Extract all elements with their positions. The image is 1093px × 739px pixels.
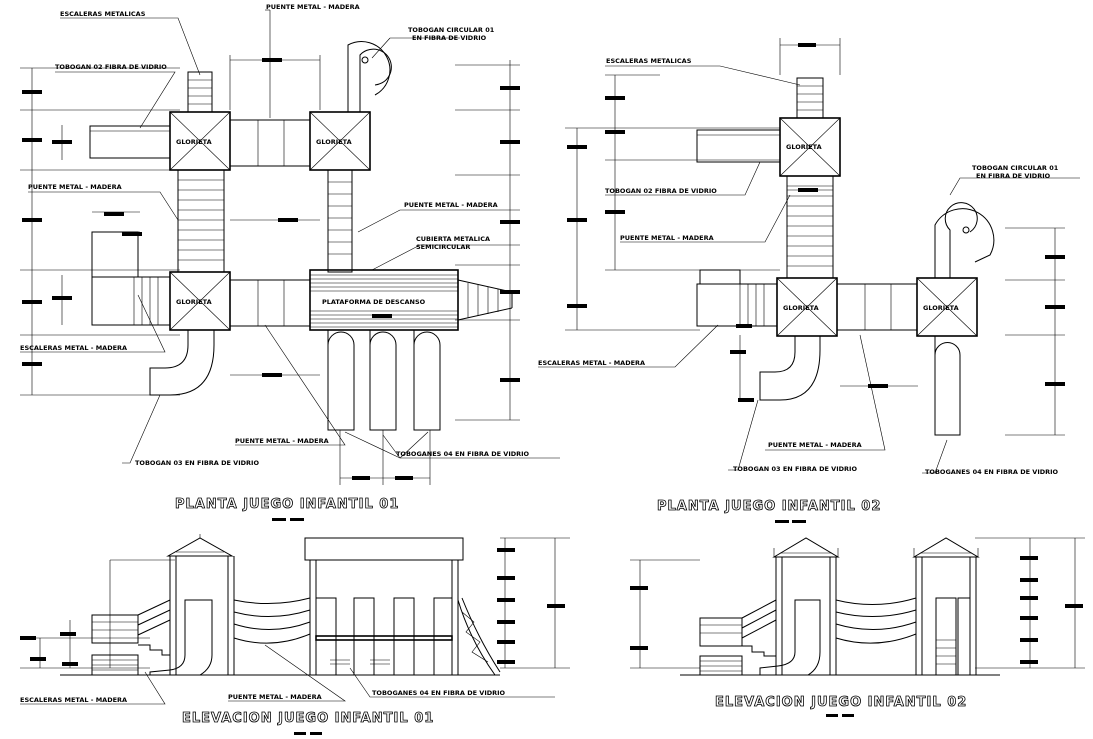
elevation-01-dimensions	[20, 537, 570, 669]
plan-01-left-stair-platform	[91, 276, 171, 326]
plan-01-bottom-bridge	[229, 279, 311, 327]
elevation-01-platform	[304, 537, 501, 676]
plan-01-top-ladder	[187, 71, 213, 113]
label-tobogan-circular-1a: TOBOGAN CIRCULAR 01	[408, 26, 495, 34]
label-tobogan-03-2: TOBOGAN 03 EN FIBRA DE VIDRIO	[733, 465, 857, 473]
plan-01-top-bridge	[229, 119, 311, 167]
label-puente-left-1: PUENTE METAL - MADERA	[28, 183, 122, 191]
label-puente-top-1: PUENTE METAL - MADERA	[266, 3, 360, 11]
label-escaleras-md-e1: ESCALERAS METAL - MADERA	[20, 696, 127, 704]
elevation-01-slide	[149, 599, 213, 676]
elevation-02-slide	[759, 599, 821, 676]
label-tobogan-03-1: TOBOGAN 03 EN FIBRA DE VIDRIO	[135, 459, 259, 467]
elevation-01-stairs	[91, 599, 171, 676]
elevation-02-stairs	[699, 599, 777, 676]
elevation-01-tower	[166, 534, 235, 675]
plan-01: ESCALERAS METALICAS PUENTE METAL - MADER…	[20, 3, 560, 521]
plan-02-tobogan-03	[759, 336, 821, 401]
label-glorieta-1a: GLORIETA	[176, 138, 212, 146]
label-puente-bottom-1: PUENTE METAL - MADERA	[235, 437, 329, 445]
plan-02: ESCALERAS METALICAS TOBOGAN 02 FIBRA DE …	[538, 38, 1080, 523]
label-toboganes-04-1: TOBOGANES 04 EN FIBRA DE VIDRIO	[396, 450, 530, 458]
label-cubierta-1a: CUBIERTA METALICA	[416, 235, 490, 243]
label-glorieta-1b: GLORIETA	[316, 138, 352, 146]
label-puente-left-2: PUENTE METAL - MADERA	[620, 234, 714, 242]
elevation-01-leaders	[20, 644, 555, 705]
label-cubierta-1b: SEMICIRCULAR	[416, 243, 470, 251]
label-tobogan-circular-2b: EN FIBRA DE VIDRIO	[976, 172, 1051, 180]
plan-02-glorieta-right	[916, 277, 978, 337]
plan-02-top-ladder	[796, 77, 824, 119]
plan-01-tobogan-circular	[347, 41, 392, 112]
label-plataforma-1: PLATAFORMA DE DESCANSO	[322, 298, 426, 306]
elevation-01-bridge	[233, 597, 311, 644]
plan-02-tobogan-04	[934, 336, 961, 436]
plan-01-dimensions	[20, 10, 520, 485]
label-toboganes-04-2: TOBOGANES 04 EN FIBRA DE VIDRIO	[925, 468, 1059, 476]
label-puente-e1: PUENTE METAL - MADERA	[228, 693, 322, 701]
plan-02-left-box	[699, 269, 741, 285]
label-puente-right-1: PUENTE METAL - MADERA	[404, 201, 498, 209]
elevation-02-tower-left	[772, 537, 840, 675]
label-glorieta-2a: GLORIETA	[786, 143, 822, 151]
label-toboganes-e1: TOBOGANES 04 EN FIBRA DE VIDRIO	[372, 689, 506, 697]
plan-01-right-ladder	[327, 169, 353, 273]
elevation-02: ELEVACION JUEGO INFANTIL 02	[630, 537, 1085, 717]
label-puente-bottom-2: PUENTE METAL - MADERA	[768, 441, 862, 449]
plan-02-leaders	[538, 65, 1080, 474]
title-elevacion-2: ELEVACION JUEGO INFANTIL 02	[715, 695, 967, 710]
elevation-02-dimensions	[630, 537, 1085, 669]
label-glorieta-1c: GLORIETA	[176, 298, 212, 306]
plan-02-bridge	[836, 283, 918, 331]
plan-01-tobogan-03	[149, 330, 215, 396]
label-tobogan-circular-2a: TOBOGAN CIRCULAR 01	[972, 164, 1059, 172]
plan-02-tobogan-02	[696, 129, 781, 163]
label-escaleras-metalicas-1: ESCALERAS METALICAS	[60, 10, 146, 18]
title-planta-1: PLANTA JUEGO INFANTIL 01	[175, 497, 399, 512]
title-planta-2: PLANTA JUEGO INFANTIL 02	[657, 499, 881, 514]
elevation-02-tower-right	[912, 537, 980, 676]
label-tobogan-02-2: TOBOGAN 02 FIBRA DE VIDRIO	[605, 187, 717, 195]
plan-02-left-stair	[696, 283, 778, 327]
plan-02-tobogan-circular	[934, 202, 995, 278]
plan-01-leaders	[20, 9, 560, 464]
label-tobogan-circular-1b: EN FIBRA DE VIDRIO	[412, 34, 487, 42]
plan-01-left-stair	[177, 169, 225, 273]
label-glorieta-2c: GLORIETA	[923, 304, 959, 312]
label-escaleras-md-2: ESCALERAS METAL - MADERA	[538, 359, 645, 367]
label-escaleras-md-1: ESCALERAS METAL - MADERA	[20, 344, 127, 352]
plan-01-toboganes-04	[325, 329, 443, 431]
label-tobogan-02-1: TOBOGAN 02 FIBRA DE VIDRIO	[55, 63, 167, 71]
elevation-02-bridge	[835, 597, 917, 644]
label-glorieta-2b: GLORIETA	[783, 304, 819, 312]
title-elevacion-1: ELEVACION JUEGO INFANTIL 01	[182, 711, 434, 726]
elevation-01: ESCALERAS METAL - MADERA PUENTE METAL - …	[20, 534, 570, 735]
label-escaleras-metalicas-2: ESCALERAS METALICAS	[606, 57, 692, 65]
